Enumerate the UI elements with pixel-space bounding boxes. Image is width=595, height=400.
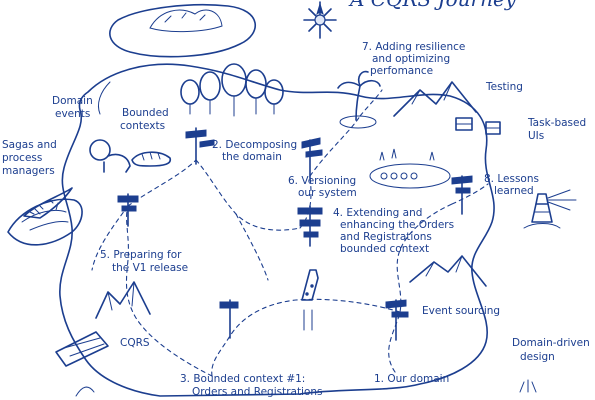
top-island	[109, 3, 256, 58]
map-title: A CQRS Journey	[348, 0, 517, 11]
topic-domain-events: Domain events	[52, 95, 96, 120]
stop-2-label: 2. Decomposing the domain	[212, 139, 300, 163]
signpost-1	[385, 299, 409, 341]
signpost-5	[117, 193, 139, 227]
mountains-cqrs	[95, 281, 151, 319]
topic-bounded-contexts: Bounded contexts	[120, 107, 172, 132]
test-blocks	[455, 117, 501, 135]
topic-cqrs: CQRS	[120, 337, 150, 349]
giraffe	[301, 269, 319, 331]
topic-domain-driven-design: Domain-driven design	[512, 337, 593, 363]
stop-6-label: 6. Versioning our system	[288, 175, 360, 199]
main-island	[59, 63, 495, 397]
topic-testing: Testing	[485, 81, 523, 93]
signpost-6	[301, 137, 323, 179]
signpost-4	[297, 205, 323, 247]
stop-1-label: 1. Our domain	[374, 373, 449, 385]
mountains-testing	[393, 81, 477, 117]
topic-task-based-uis: Task-based UIs	[527, 117, 590, 142]
stop-5-label: 5. Preparing for the V1 release	[100, 249, 188, 274]
palm-tree	[337, 70, 381, 129]
stop-4-label: 4. Extending and enhancing the Orders an…	[333, 207, 457, 255]
mountains-events	[409, 255, 487, 287]
topic-sagas: Sagas and process managers	[2, 139, 60, 177]
signpost-8	[451, 175, 473, 215]
stop-7-label: 7. Adding resilience and optimizing perf…	[362, 41, 469, 77]
topic-event-sourcing: Event sourcing	[422, 305, 500, 317]
lion	[89, 139, 131, 173]
pier	[55, 331, 109, 367]
compass-rose-icon	[303, 1, 337, 39]
forest	[180, 63, 284, 117]
signpost-3	[219, 299, 239, 339]
signpost-2	[185, 127, 215, 165]
tiger	[131, 151, 172, 167]
stop-3-label: 3. Bounded context #1: Orders and Regist…	[180, 373, 323, 398]
bikes	[369, 148, 451, 189]
crocodile	[23, 187, 73, 219]
stop-8-label: 8. Lessons learned	[484, 173, 542, 197]
lighthouse	[523, 189, 577, 229]
